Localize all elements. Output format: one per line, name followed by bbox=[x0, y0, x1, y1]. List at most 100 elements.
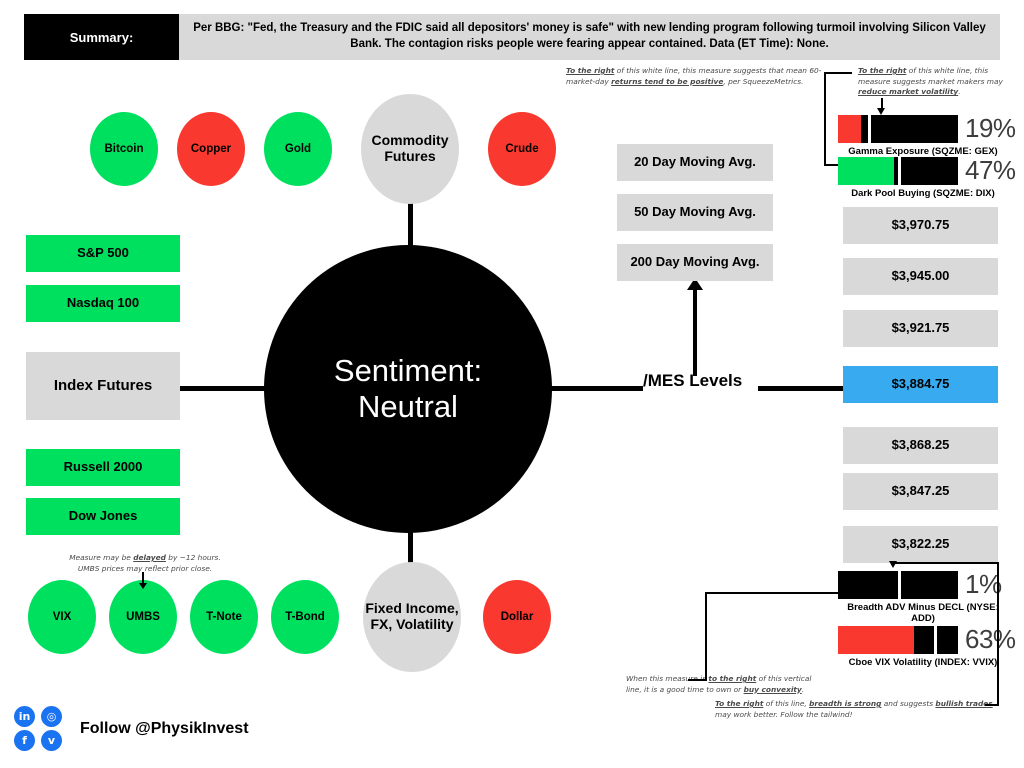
bubble-bitcoin[interactable]: Bitcoin bbox=[90, 112, 158, 186]
gauge-add-bar[interactable] bbox=[838, 570, 958, 599]
gauge-dix-fill bbox=[838, 156, 895, 185]
gauge-gex-caption: Gamma Exposure (SQZME: GEX) bbox=[848, 146, 998, 157]
note-add-elbow-h bbox=[893, 562, 998, 564]
mes-level-value: $3,884.75 bbox=[891, 376, 950, 392]
note-vvix-elbow-v bbox=[705, 592, 707, 680]
gauge-vvix-percent: 63% bbox=[965, 624, 1016, 654]
note-vvix: When this measure is to the right of thi… bbox=[626, 674, 812, 694]
chip-label: Dow Jones bbox=[68, 508, 138, 524]
bubble-label: Dollar bbox=[500, 610, 534, 623]
chip-ma-20[interactable]: 20 Day Moving Avg. bbox=[617, 144, 773, 181]
mes-level-1[interactable]: $3,945.00 bbox=[843, 258, 998, 295]
arrow-up-ma bbox=[687, 278, 703, 290]
twitter-icon[interactable]: ᴠ bbox=[41, 730, 62, 751]
mes-level-6[interactable]: $3,822.25 bbox=[843, 526, 998, 563]
note-add-tail bbox=[985, 704, 999, 706]
mes-levels-label: /MES Levels bbox=[643, 371, 743, 390]
mes-level-value: $3,970.75 bbox=[891, 217, 950, 233]
bubble-vix[interactable]: VIX bbox=[28, 580, 96, 654]
chip-ma-50[interactable]: 50 Day Moving Avg. bbox=[617, 194, 773, 231]
summary-label: Summary: bbox=[24, 14, 179, 60]
gauge-dix-marker bbox=[898, 156, 901, 185]
note-vvix-elbow-h bbox=[705, 592, 870, 594]
connector-index-futures bbox=[180, 386, 270, 391]
note-umbs-arrow-head bbox=[139, 583, 147, 589]
bubble-gold[interactable]: Gold bbox=[264, 112, 332, 186]
bubble-label: T-Note bbox=[206, 610, 242, 623]
chip-label: Russell 2000 bbox=[63, 459, 143, 475]
group-label: Commodity Futures bbox=[371, 132, 449, 164]
bubble-label: Gold bbox=[284, 142, 312, 155]
note-dix-elbow-v bbox=[824, 72, 826, 165]
chip-russell2000[interactable]: Russell 2000 bbox=[26, 449, 180, 486]
chip-dowjones[interactable]: Dow Jones bbox=[26, 498, 180, 535]
note-dix-elbow-h1 bbox=[824, 72, 852, 74]
note-vvix-arrow-head bbox=[866, 591, 874, 598]
bubble-label: Crude bbox=[505, 142, 539, 155]
chip-label: 50 Day Moving Avg. bbox=[634, 204, 756, 220]
group-label: Index Futures bbox=[53, 377, 153, 395]
bubble-label: VIX bbox=[52, 610, 72, 623]
bubble-tnote[interactable]: T-Note bbox=[190, 580, 258, 654]
bubble-umbs[interactable]: UMBS bbox=[109, 580, 177, 654]
connector-hub-to-mes bbox=[548, 386, 643, 391]
note-umbs-arrow-stem bbox=[142, 572, 144, 584]
bubble-label: UMBS bbox=[126, 610, 160, 623]
bubble-tbond[interactable]: T-Bond bbox=[271, 580, 339, 654]
note-gex-arrow-head bbox=[877, 108, 885, 115]
gauge-vvix: 63% Cboe VIX Volatility (INDEX: VVIX) bbox=[838, 624, 1016, 668]
mes-level-value: $3,921.75 bbox=[891, 320, 950, 336]
gauge-dix: 47% Dark Pool Buying (SQZME: DIX) bbox=[838, 155, 1016, 199]
chip-label: S&P 500 bbox=[77, 245, 129, 261]
follow-handle: Follow @PhysikInvest bbox=[80, 719, 249, 737]
mes-level-5[interactable]: $3,847.25 bbox=[843, 473, 998, 510]
hub-line-1: Sentiment: bbox=[333, 352, 483, 388]
instagram-icon[interactable]: ◎ bbox=[41, 706, 62, 727]
connector-mes-to-levels bbox=[758, 386, 843, 391]
facebook-icon[interactable]: f bbox=[14, 730, 35, 751]
group-index-futures[interactable]: Index Futures bbox=[26, 352, 180, 420]
chip-ma-200[interactable]: 200 Day Moving Avg. bbox=[617, 244, 773, 281]
gauge-gex-bar[interactable] bbox=[838, 114, 958, 143]
gauge-add-percent: 1% bbox=[965, 569, 1002, 599]
bubble-dollar[interactable]: Dollar bbox=[483, 580, 551, 654]
group-commodity-futures[interactable]: Commodity Futures bbox=[361, 94, 459, 204]
mes-level-value: $3,822.25 bbox=[891, 536, 950, 552]
group-fixed-income[interactable]: Fixed Income, FX, Volatility bbox=[363, 562, 461, 672]
gauge-gex-percent: 19% bbox=[965, 113, 1016, 143]
mes-level-3-current[interactable]: $3,884.75 bbox=[843, 366, 998, 403]
mes-level-2[interactable]: $3,921.75 bbox=[843, 310, 998, 347]
gauge-vvix-marker bbox=[934, 625, 937, 654]
linkedin-icon[interactable]: in bbox=[14, 706, 35, 727]
mes-level-value: $3,945.00 bbox=[891, 268, 950, 284]
bubble-copper[interactable]: Copper bbox=[177, 112, 245, 186]
mes-level-value: $3,847.25 bbox=[891, 483, 950, 499]
note-dix: To the right of this white line, this me… bbox=[566, 66, 822, 86]
note-add: To the right of this line, breadth is st… bbox=[715, 699, 993, 719]
connector-commodities bbox=[408, 175, 413, 265]
gauge-gex-marker bbox=[868, 114, 871, 143]
gauge-add: 1% Breadth ADV Minus DECL (NYSE: ADD) bbox=[838, 569, 1008, 624]
note-add-elbow-v bbox=[997, 562, 999, 705]
gauge-add-marker bbox=[898, 570, 901, 599]
gauge-vvix-fill bbox=[838, 625, 914, 654]
chip-sp500[interactable]: S&P 500 bbox=[26, 235, 180, 272]
gauge-gex-fill bbox=[838, 114, 861, 143]
bubble-label: Copper bbox=[190, 142, 232, 155]
gauge-vvix-caption: Cboe VIX Volatility (INDEX: VVIX) bbox=[848, 657, 998, 668]
footer: in ◎ f ᴠ Follow @PhysikInvest bbox=[14, 706, 249, 751]
bubble-crude[interactable]: Crude bbox=[488, 112, 556, 186]
gauge-add-caption: Breadth ADV Minus DECL (NYSE: ADD) bbox=[847, 602, 999, 624]
gauge-dix-percent: 47% bbox=[965, 155, 1016, 185]
bubble-label: Bitcoin bbox=[104, 142, 144, 155]
summary-bar: Summary: Per BBG: "Fed, the Treasury and… bbox=[24, 14, 1000, 60]
gauge-add-fill bbox=[838, 570, 840, 599]
mes-level-4[interactable]: $3,868.25 bbox=[843, 427, 998, 464]
chip-nasdaq100[interactable]: Nasdaq 100 bbox=[26, 285, 180, 322]
gauge-gex: 19% Gamma Exposure (SQZME: GEX) bbox=[838, 113, 1016, 157]
gauge-vvix-bar[interactable] bbox=[838, 625, 958, 654]
mes-level-0[interactable]: $3,970.75 bbox=[843, 207, 998, 244]
gauge-dix-bar[interactable] bbox=[838, 156, 958, 185]
sentiment-hub: Sentiment: Neutral bbox=[264, 245, 552, 533]
